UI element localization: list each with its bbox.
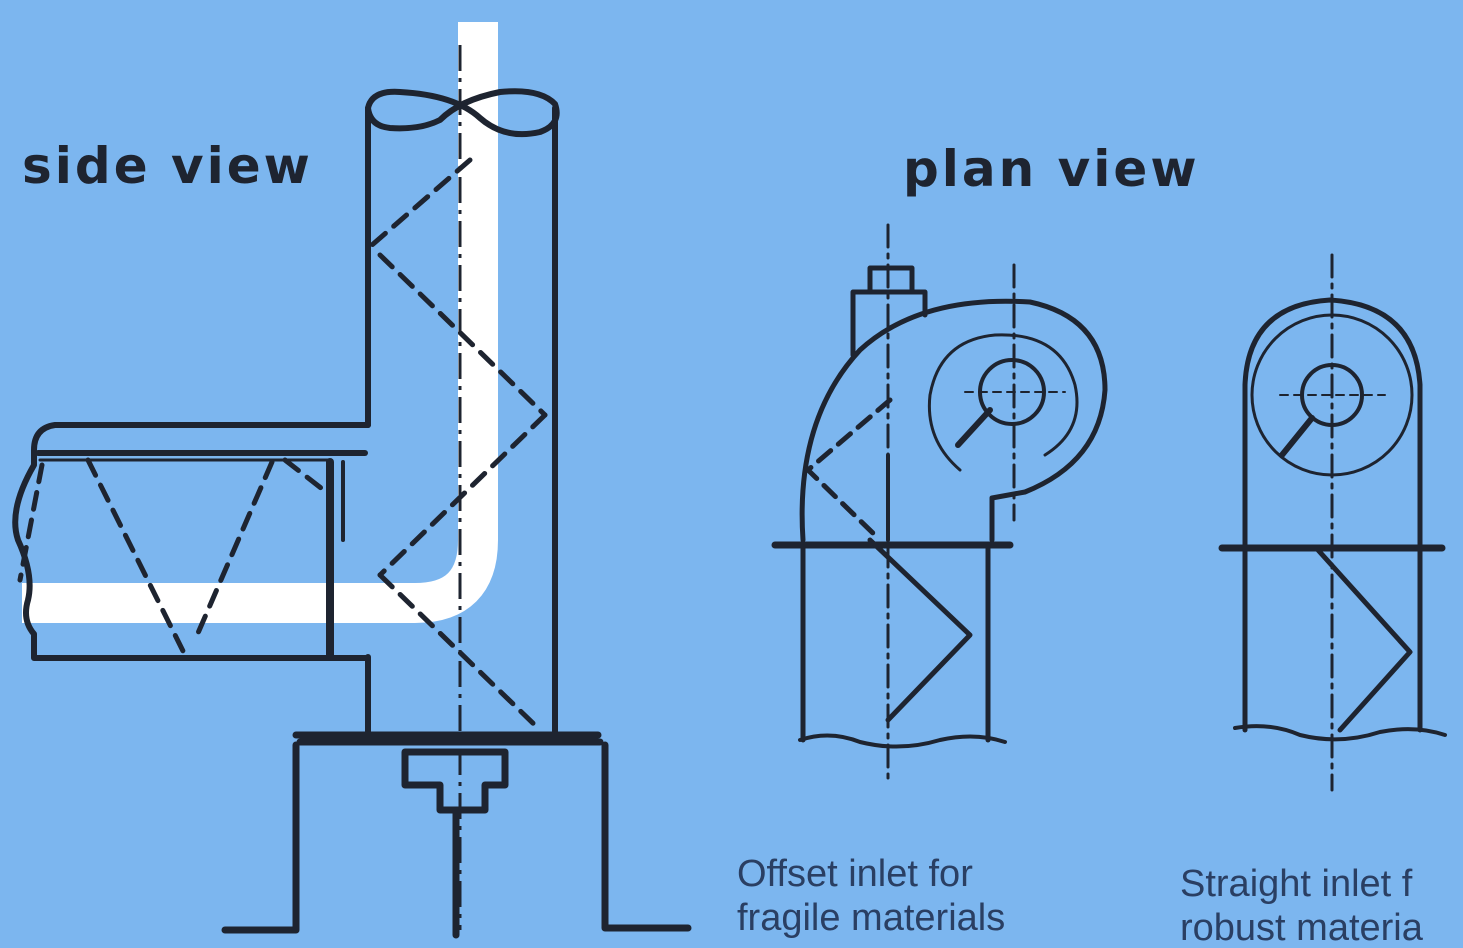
straight-inlet-caption-line2: robust materia [1180,907,1423,948]
offset-inlet-caption: Offset inlet for fragile materials [737,852,1005,940]
offset-inlet-caption-line2: fragile materials [737,897,1006,939]
horizontal-feed-casing [12,422,371,661]
side-view-title: side view [22,137,313,195]
material-flow-path [22,22,498,623]
straight-inlet-caption: Straight inlet f robust materia [1180,862,1423,948]
plan-view-title: plan view [903,140,1200,198]
offset-inlet-caption-line1: Offset inlet for [737,853,973,895]
straight-inlet-caption-line1: Straight inlet f [1180,863,1413,905]
offset-inlet-drawing [771,223,1108,782]
vertical-casing [365,88,560,738]
straight-inlet-drawing [1218,253,1447,792]
side-view-drawing [12,22,692,939]
drive-base [221,731,692,939]
